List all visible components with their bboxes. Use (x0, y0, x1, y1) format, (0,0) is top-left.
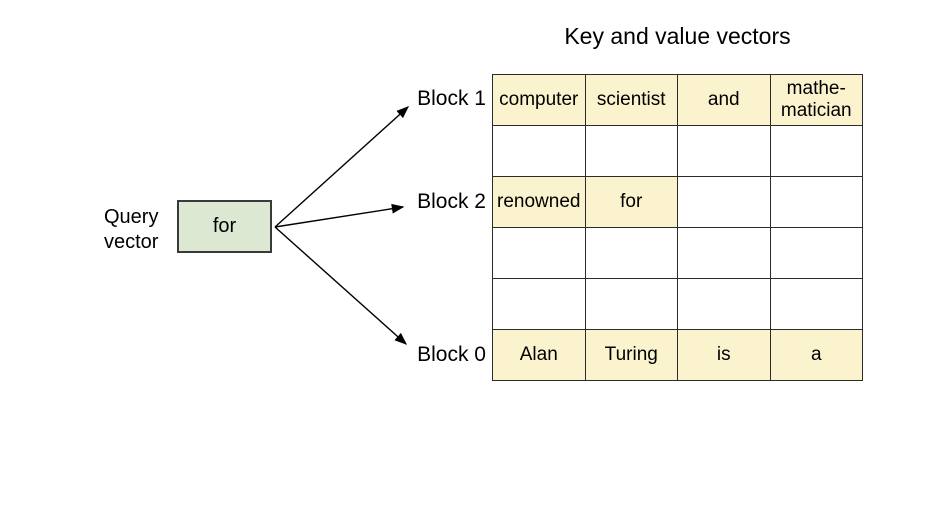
query-vector-label: Query vector (104, 206, 159, 253)
table-cell (769, 227, 863, 279)
table-cell: and (677, 74, 771, 126)
table-cell: scientist (584, 74, 678, 126)
table-cell (492, 278, 586, 330)
table-row-empty (492, 227, 863, 279)
table-row-block-1: computer scientist and mathe- matician (492, 74, 863, 126)
table-row-empty (492, 278, 863, 330)
table-cell: renowned (492, 176, 586, 228)
key-value-table: computer scientist and mathe- matician r… (492, 74, 863, 381)
block-0-label: Block 0 (417, 343, 486, 366)
table-row-empty (492, 125, 863, 177)
table-cell: a (769, 329, 863, 381)
table-cell (492, 125, 586, 177)
table-cell: Turing (584, 329, 678, 381)
arrow-to-block-0 (274, 226, 408, 345)
table-cell: computer (492, 74, 586, 126)
query-vector-box: for (177, 200, 272, 253)
table-cell (769, 278, 863, 330)
table-cell (584, 278, 678, 330)
diagram-title: Key and value vectors (564, 23, 791, 49)
table-row-block-2: renowned for (492, 176, 863, 228)
table-cell (584, 227, 678, 279)
table-row-block-0: Alan Turing is a (492, 329, 863, 381)
table-cell: is (677, 329, 771, 381)
query-vector-value: for (212, 215, 237, 237)
block-2-label: Block 2 (417, 190, 486, 213)
block-1-label: Block 1 (417, 87, 486, 110)
table-cell (492, 227, 586, 279)
table-cell (584, 125, 678, 177)
table-cell: mathe- matician (769, 74, 863, 126)
table-cell (677, 227, 771, 279)
table-cell (677, 278, 771, 330)
table-cell (769, 176, 863, 228)
table-cell (677, 176, 771, 228)
table-cell (769, 125, 863, 177)
table-cell: for (584, 176, 678, 228)
table-cell (677, 125, 771, 177)
table-cell: Alan (492, 329, 586, 381)
